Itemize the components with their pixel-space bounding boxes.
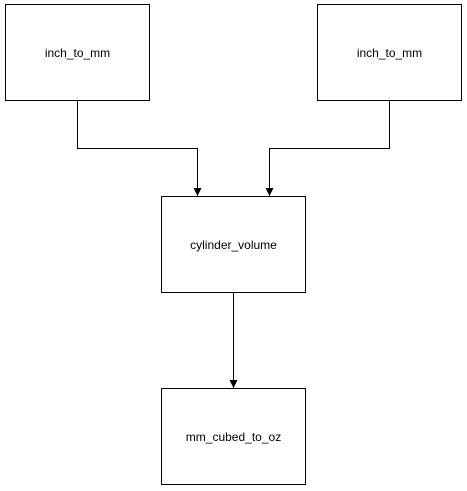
arrowhead-cylinder-icon (229, 380, 238, 388)
arrowhead-inch-right-icon (265, 188, 274, 196)
node-label-mm-cubed-to-oz: mm_cubed_to_oz (185, 429, 282, 444)
node-label-inch-to-mm-right: inch_to_mm (356, 45, 423, 60)
node-mm-cubed-to-oz[interactable]: mm_cubed_to_oz (161, 388, 306, 485)
node-cylinder-volume[interactable]: cylinder_volume (161, 196, 306, 293)
arrowhead-inch-left-icon (193, 188, 202, 196)
node-inch-to-mm-left[interactable]: inch_to_mm (5, 4, 150, 101)
node-label-inch-to-mm-left: inch_to_mm (44, 45, 111, 60)
edge-inch-right-to-cylinder (269, 101, 390, 196)
node-label-cylinder-volume: cylinder_volume (190, 237, 277, 252)
node-inch-to-mm-right[interactable]: inch_to_mm (317, 4, 462, 101)
edge-inch-left-to-cylinder (77, 101, 198, 196)
